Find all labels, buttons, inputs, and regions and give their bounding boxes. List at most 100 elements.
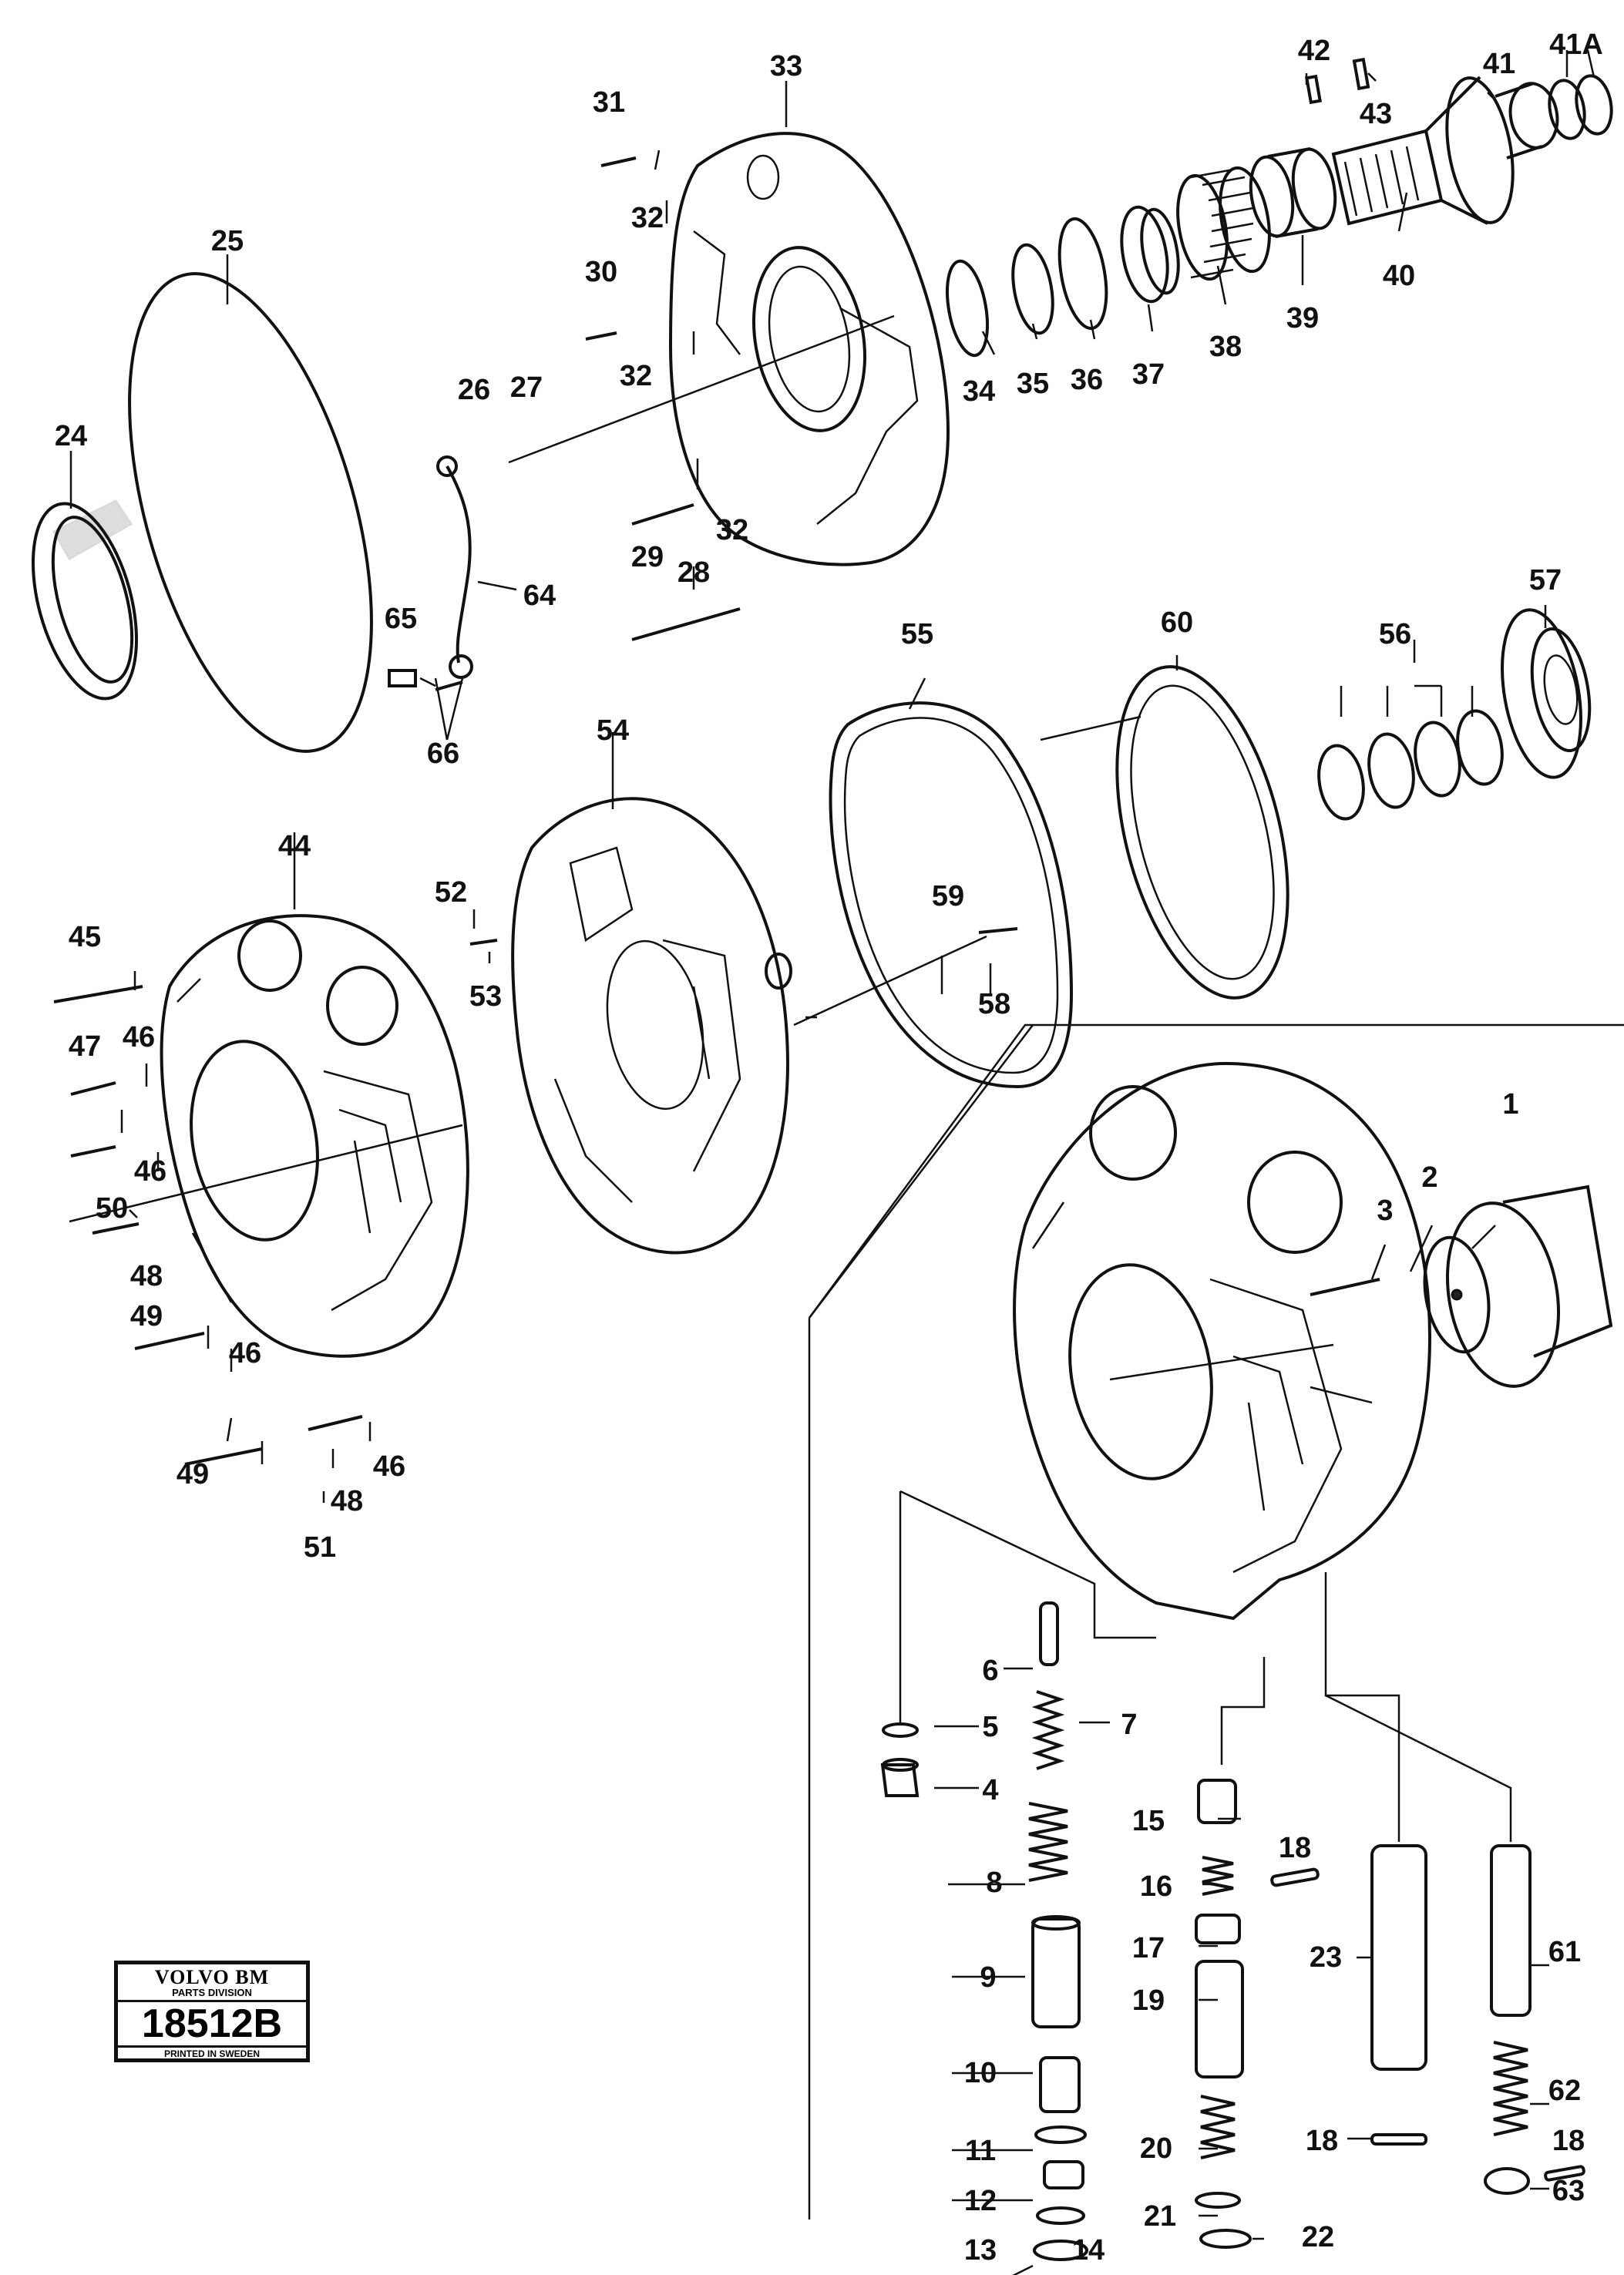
part-21-ring xyxy=(1195,2192,1241,2209)
part-56-piston-rings xyxy=(1317,709,1504,821)
label-3: 3 xyxy=(1377,1195,1393,1227)
label-58: 58 xyxy=(978,988,1010,1020)
label-4: 4 xyxy=(982,1774,998,1806)
label-5: 5 xyxy=(982,1711,998,1743)
part-35-ring xyxy=(1011,243,1054,335)
label-28: 28 xyxy=(678,556,710,589)
label-55: 55 xyxy=(901,618,933,650)
label-46c: 46 xyxy=(229,1337,261,1369)
label-63: 63 xyxy=(1552,2175,1585,2207)
part-14-ring xyxy=(1033,2240,1088,2261)
label-38: 38 xyxy=(1209,331,1242,363)
part-63-cap xyxy=(1484,2167,1530,2195)
part-5-washer xyxy=(882,1722,919,1738)
part-39-sleeve xyxy=(1249,147,1337,238)
label-59: 59 xyxy=(932,880,964,912)
part-19-valve xyxy=(1195,1960,1244,2078)
label-35: 35 xyxy=(1017,368,1049,400)
label-46d: 46 xyxy=(373,1450,405,1483)
part-22-ring xyxy=(1199,2229,1252,2249)
label-23: 23 xyxy=(1310,1941,1342,1974)
part-9-valve xyxy=(1031,1915,1081,2028)
label-18b: 18 xyxy=(1306,2125,1338,2157)
leader-lines xyxy=(69,49,1595,2275)
label-40: 40 xyxy=(1383,260,1415,292)
part-6-pin xyxy=(1039,1601,1059,1666)
part-38-roller-bearing xyxy=(1176,166,1271,281)
part-13-ring xyxy=(1036,2206,1085,2225)
part-11-ring xyxy=(1034,2125,1087,2144)
stamp-brand: VOLVO BM xyxy=(154,1966,270,1988)
label-32b: 32 xyxy=(620,360,652,392)
label-11: 11 xyxy=(965,2135,996,2167)
label-53: 53 xyxy=(469,980,502,1013)
part-33-cover-plate xyxy=(668,132,950,566)
label-32a: 32 xyxy=(631,202,664,234)
label-41A: 41A xyxy=(1549,29,1603,61)
part-7-spring xyxy=(1031,1690,1065,1770)
label-56: 56 xyxy=(1379,618,1411,650)
part-12-cap xyxy=(1043,2160,1084,2189)
label-31: 31 xyxy=(593,86,625,119)
part-54-pump-plate xyxy=(511,797,792,1255)
label-21: 21 xyxy=(1144,2200,1176,2233)
label-46b: 46 xyxy=(134,1155,166,1188)
label-36: 36 xyxy=(1071,364,1103,396)
label-37: 37 xyxy=(1132,358,1165,391)
label-49a: 49 xyxy=(130,1300,163,1332)
label-39: 39 xyxy=(1286,302,1319,334)
part-20-spring xyxy=(1200,2095,1236,2159)
label-64: 64 xyxy=(523,580,556,612)
part-16-spring xyxy=(1202,1856,1234,1896)
part-23-valve xyxy=(1370,1844,1427,2071)
label-20: 20 xyxy=(1140,2132,1172,2165)
part-57-ball-bearing xyxy=(1501,608,1592,779)
label-49b: 49 xyxy=(177,1458,209,1490)
part-25-oring xyxy=(128,272,373,753)
part-4-plug xyxy=(880,1758,920,1797)
part-60-ring-plate xyxy=(1115,665,1289,1000)
label-26: 26 xyxy=(458,374,490,406)
label-13: 13 xyxy=(964,2234,997,2267)
part-44-housing xyxy=(160,914,469,1358)
part-36-ring xyxy=(1057,217,1108,331)
part-24-seal xyxy=(31,499,139,701)
label-52: 52 xyxy=(435,876,467,909)
label-45: 45 xyxy=(69,921,101,953)
stamp-printed: PRINTED IN SWEDEN xyxy=(163,2048,260,2059)
part-62-spring xyxy=(1493,2041,1528,2136)
label-18: 18 xyxy=(1279,1832,1311,1864)
part-37-bearing-race xyxy=(1120,205,1180,304)
label-65: 65 xyxy=(385,603,417,635)
label-8: 8 xyxy=(986,1867,1002,1899)
label-1: 1 xyxy=(1502,1088,1518,1121)
label-57: 57 xyxy=(1529,564,1562,596)
label-6: 6 xyxy=(982,1655,998,1687)
label-42: 42 xyxy=(1298,35,1330,67)
part-18-pin-b xyxy=(1370,2133,1427,2146)
part-17-cup xyxy=(1195,1914,1241,1944)
part-55-gasket xyxy=(829,701,1074,1089)
stamp-division: PARTS DIVISION xyxy=(118,1988,306,2002)
part-15-plug xyxy=(1197,1779,1237,1824)
label-50: 50 xyxy=(96,1192,128,1225)
label-33: 33 xyxy=(770,50,802,82)
label-54: 54 xyxy=(597,714,629,747)
label-46a: 46 xyxy=(123,1021,155,1053)
label-19: 19 xyxy=(1132,1984,1165,2017)
part-34-ring xyxy=(946,259,989,358)
label-2: 2 xyxy=(1421,1161,1437,1194)
part-42-43-keys xyxy=(1304,57,1370,105)
part-8-spring xyxy=(1028,1802,1068,1882)
label-51: 51 xyxy=(304,1531,336,1564)
stamp-number: 18512B xyxy=(118,2002,306,2048)
bolts xyxy=(53,156,1380,1466)
part-41A-rings xyxy=(1548,74,1613,140)
label-15: 15 xyxy=(1132,1805,1165,1837)
label-29: 29 xyxy=(631,541,664,573)
label-18c: 18 xyxy=(1552,2125,1585,2157)
label-60: 60 xyxy=(1161,607,1193,639)
part-18-pin-a xyxy=(1270,1867,1320,1887)
label-62: 62 xyxy=(1548,2075,1581,2107)
